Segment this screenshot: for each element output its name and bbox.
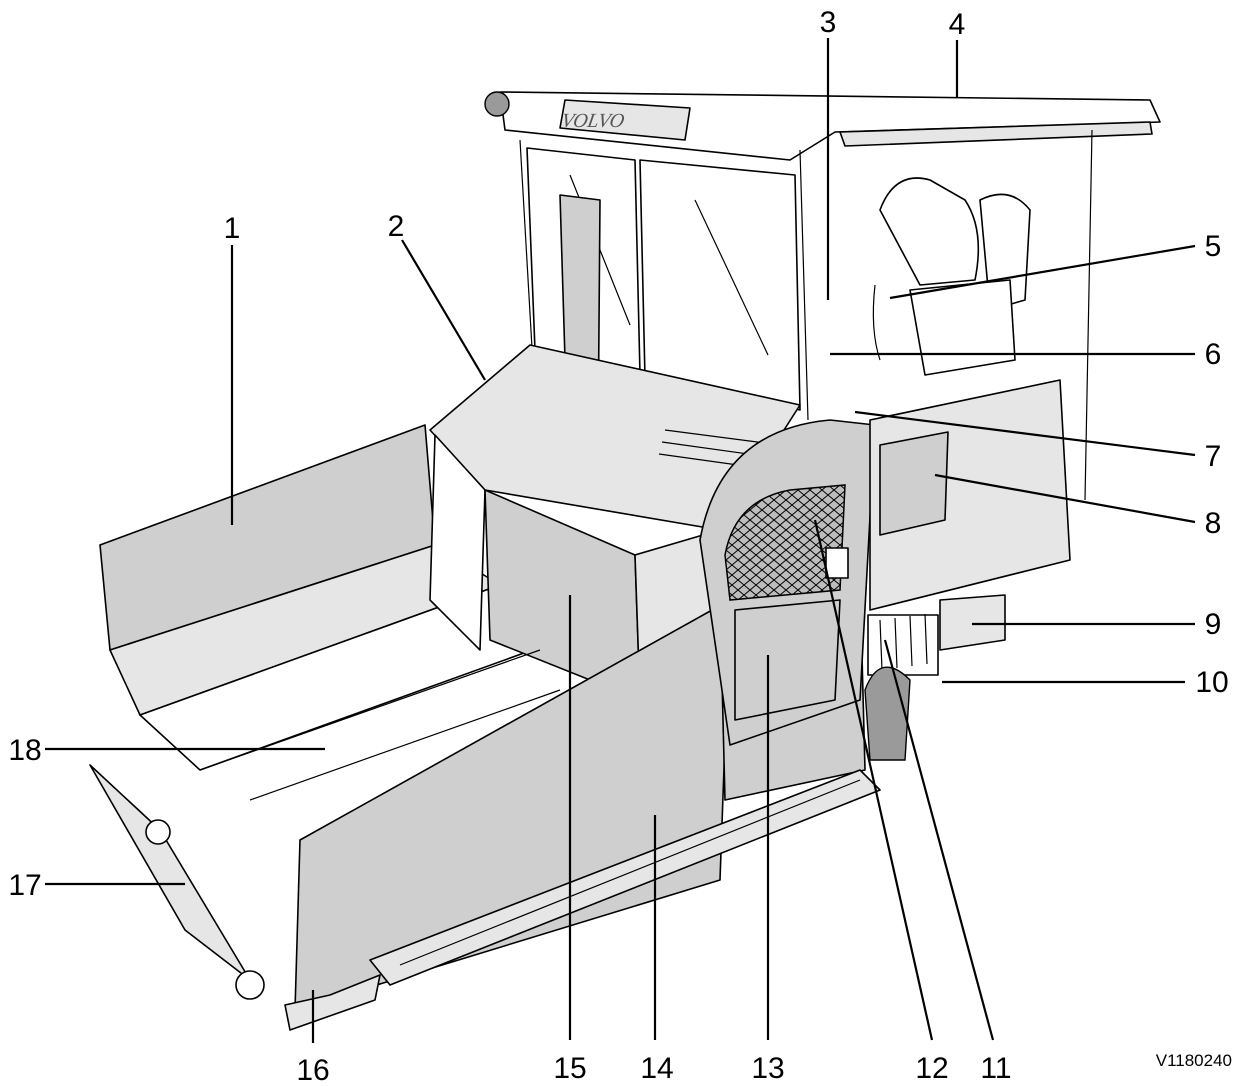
callout-8: 8: [1205, 507, 1222, 540]
callout-11: 11: [980, 1052, 1011, 1085]
leader-11: [883, 639, 995, 1041]
figure-reference-code: V1180240: [1156, 1051, 1232, 1070]
leader-12: [813, 519, 934, 1041]
push-rollers: [89, 764, 265, 1000]
leader-lines: [45, 38, 1196, 1043]
right-console: [864, 379, 1071, 761]
callout-3: 3: [820, 6, 837, 39]
callout-6: 6: [1205, 338, 1222, 371]
callout-4: 4: [949, 8, 966, 41]
leader-7: [854, 410, 1196, 457]
callout-14: 14: [640, 1052, 673, 1085]
callout-2: 2: [388, 210, 405, 243]
callout-5: 5: [1205, 230, 1222, 263]
engine-door: [699, 419, 876, 746]
paver-illustration: VOLVO: [89, 91, 1161, 1031]
callout-17: 17: [8, 869, 41, 902]
callout-1: 1: [224, 212, 241, 245]
callout-18: 18: [8, 734, 41, 767]
callout-7: 7: [1205, 440, 1222, 473]
canopy-roof: VOLVO: [484, 91, 1161, 161]
engine-cover: [429, 344, 801, 651]
canopy-brand-text: VOLVO: [560, 110, 627, 132]
callout-10: 10: [1195, 666, 1228, 699]
callout-numbers: 1 2 3 4 5 6 7 8 9 10 11 12 13 14 15 16 1…: [8, 6, 1228, 1087]
leader-5: [889, 244, 1196, 300]
leader-2: [401, 239, 486, 381]
callout-9: 9: [1205, 608, 1222, 641]
crawler-track: [369, 769, 881, 986]
hopper-left: [99, 424, 561, 771]
front-plate: [284, 974, 381, 1031]
callout-12: 12: [915, 1052, 948, 1085]
leader-8: [934, 473, 1196, 524]
callout-13: 13: [751, 1052, 784, 1085]
grille-mesh: [724, 484, 846, 601]
side-panel-15: [484, 489, 726, 701]
callout-16: 16: [296, 1054, 329, 1087]
callout-15: 15: [553, 1052, 586, 1085]
